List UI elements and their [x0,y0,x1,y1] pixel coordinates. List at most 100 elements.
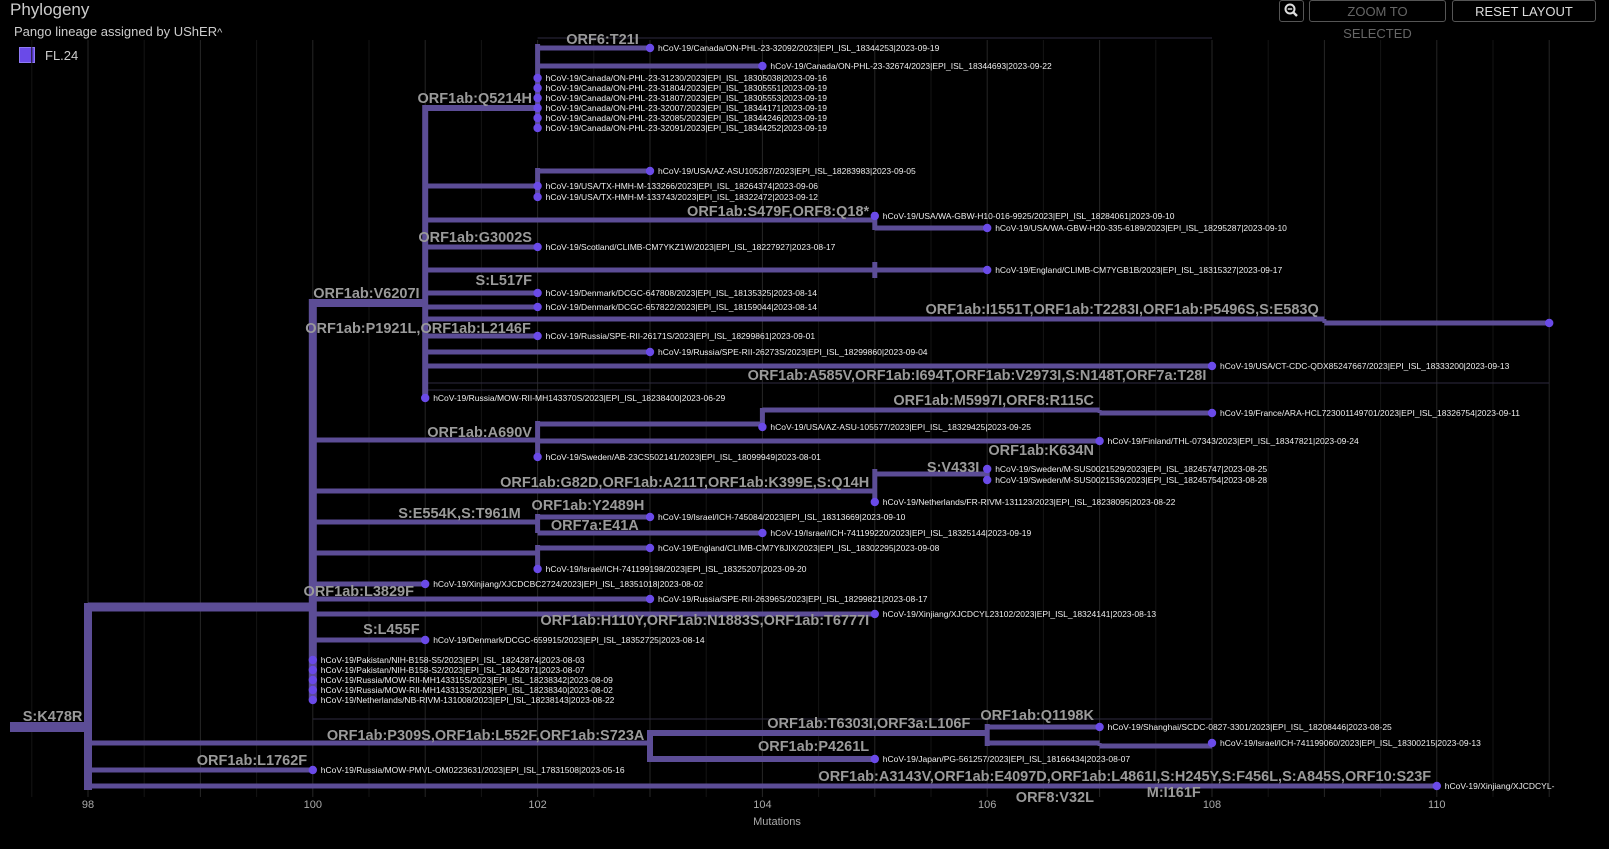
legend-toggle[interactable]: Pango lineage assigned by UShER^ [14,24,222,39]
tip-node[interactable] [533,181,542,191]
tip-node[interactable] [870,754,879,764]
tip-label[interactable]: hCoV-19/Russia/MOW-RII-MH143313S/2023|EP… [321,685,613,695]
tip-label[interactable]: hCoV-19/Netherlands/FR-RIVM-131123/2023|… [883,497,1176,507]
tip-label[interactable]: hCoV-19/Russia/MOW-RII-MH143370S/2023|EP… [433,393,725,403]
tip-label[interactable]: hCoV-19/Pakistan/NIH-B158-S2/2023|EPI_IS… [321,665,585,675]
tip-node[interactable] [533,242,542,252]
tip-node[interactable] [533,192,542,202]
tip-node[interactable] [308,675,317,685]
tip-label[interactable]: hCoV-19/Israel/ICH-741199220/2023|EPI_IS… [770,528,1031,538]
tip-node[interactable] [758,422,767,432]
tip-label[interactable]: hCoV-19/Canada/ON-PHL-23-32085/2023|EPI_… [546,113,828,123]
tip-label[interactable]: hCoV-19/Russia/MOW-PMVL-OM0223631/2023|E… [321,765,625,775]
tip-label[interactable]: hCoV-19/Scotland/CLIMB-CM7YKZ1W/2023|EPI… [546,242,836,252]
legend-item-fl24[interactable]: FL.24 [19,47,78,63]
zoom-to-selected-button[interactable]: ZOOM TO SELECTED [1309,0,1446,41]
tip-label[interactable]: hCoV-19/Denmark/DCGC-659915/2023|EPI_ISL… [433,635,705,645]
tip-label[interactable]: hCoV-19/USA/AZ-ASU-105577/2023|EPI_ISL_1… [770,422,1031,432]
tip-label[interactable]: hCoV-19/Finland/THL-07343/2023|EPI_ISL_1… [1108,436,1359,446]
tip-node[interactable] [533,103,542,113]
tip-label[interactable]: hCoV-19/Canada/ON-PHL-23-32092/2023|EPI_… [658,43,940,53]
tip-node[interactable] [533,113,542,123]
tip-label[interactable]: hCoV-19/Canada/ON-PHL-23-32674/2023|EPI_… [770,61,1052,71]
tip-node[interactable] [421,579,430,589]
tip-node[interactable] [758,528,767,538]
tip-label[interactable]: hCoV-19/Xinjiang/XJCDCYL- [1445,781,1555,791]
branch-mutation-label: ORF1ab:L1762F [197,753,308,769]
tip-label[interactable]: hCoV-19/Israel/ICH-741199198/2023|EPI_IS… [546,564,807,574]
tip-node[interactable] [533,302,542,312]
tip-node[interactable] [1545,318,1554,328]
tip-node[interactable] [1207,738,1217,748]
tip-node[interactable] [533,123,542,133]
tip-node[interactable] [308,665,317,675]
tip-label[interactable]: hCoV-19/Russia/MOW-RII-MH143315S/2023|EP… [321,675,613,685]
tip-node[interactable] [645,43,655,53]
tip-node[interactable] [870,609,879,619]
tip-node[interactable] [983,265,992,275]
tip-label[interactable]: hCoV-19/Russia/SPE-RII-26171S/2023|EPI_I… [546,331,816,341]
tip-label[interactable]: hCoV-19/France/ARA-HCL723001149701/2023|… [1220,408,1520,418]
tip-node[interactable] [421,635,430,645]
tip-node[interactable] [1432,781,1442,791]
tip-label[interactable]: hCoV-19/USA/TX-HMH-M-133743/2023|EPI_ISL… [546,192,819,202]
tip-node[interactable] [645,594,655,604]
tip-node[interactable] [533,73,542,83]
tip-node[interactable] [533,564,542,574]
tip-label[interactable]: hCoV-19/Israel/ICH-741199060/2023|EPI_IS… [1220,738,1481,748]
reset-layout-button[interactable]: RESET LAYOUT [1452,0,1596,22]
tip-label[interactable]: hCoV-19/Shanghai/SCDC-0827-3301/2023|EPI… [1108,722,1392,732]
tip-label[interactable]: hCoV-19/USA/CT-CDC-QDX85247667/2023|EPI_… [1220,361,1510,371]
tip-node[interactable] [421,393,430,403]
tip-node[interactable] [533,452,542,462]
tip-label[interactable]: hCoV-19/Canada/ON-PHL-23-31230/2023|EPI_… [546,73,828,83]
zoom-out-button[interactable] [1279,0,1304,22]
tip-node[interactable] [645,166,655,176]
tip-node[interactable] [645,543,655,553]
tip-node[interactable] [758,61,767,71]
tip-label[interactable]: hCoV-19/Canada/ON-PHL-23-31804/2023|EPI_… [546,83,828,93]
tip-label[interactable]: hCoV-19/Canada/ON-PHL-23-31807/2023|EPI_… [546,93,828,103]
tip-node[interactable] [983,464,992,474]
tip-node[interactable] [533,288,542,298]
tip-node[interactable] [533,83,542,93]
tip-node[interactable] [1207,361,1217,371]
tip-label[interactable]: hCoV-19/England/CLIMB-CM7Y8JIX/2023|EPI_… [658,543,940,553]
tip-node[interactable] [1095,436,1104,446]
tip-label[interactable]: hCoV-19/Pakistan/NIH-B158-S5/2023|EPI_IS… [321,655,585,665]
tip-label[interactable]: hCoV-19/Sweden/M-SUS0021536/2023|EPI_ISL… [995,475,1267,485]
tip-label[interactable]: hCoV-19/Russia/SPE-RII-26273S/2023|EPI_I… [658,347,928,357]
tip-label[interactable]: hCoV-19/USA/WA-GBW-H10-016-9925/2023|EPI… [883,211,1175,221]
tip-label[interactable]: hCoV-19/Xinjiang/XJCDCYL23102/2023|EPI_I… [883,609,1157,619]
tip-node[interactable] [645,512,655,522]
tip-node[interactable] [870,211,879,221]
tip-label[interactable]: hCoV-19/Netherlands/NB-RIVM-131008/2023|… [321,695,615,705]
tip-label[interactable]: hCoV-19/England/CLIMB-CM7YGB1B/2023|EPI_… [995,265,1282,275]
tip-label[interactable]: hCoV-19/Denmark/DCGC-657822/2023|EPI_ISL… [546,302,818,312]
tip-node[interactable] [533,93,542,103]
tip-node[interactable] [308,685,317,695]
tip-label[interactable]: hCoV-19/Japan/PG-561257/2023|EPI_ISL_181… [883,754,1131,764]
tip-label[interactable]: hCoV-19/Canada/ON-PHL-23-32007/2023|EPI_… [546,103,828,113]
tip-label[interactable]: hCoV-19/Sweden/AB-23CS502141/2023|EPI_IS… [546,452,821,462]
tip-node[interactable] [983,475,992,485]
tip-label[interactable]: hCoV-19/Xinjiang/XJCDCBC2724/2023|EPI_IS… [433,579,703,589]
tip-label[interactable]: hCoV-19/Sweden/M-SUS0021529/2023|EPI_ISL… [995,464,1267,474]
tip-label[interactable]: hCoV-19/Denmark/DCGC-647808/2023|EPI_ISL… [546,288,818,298]
tip-label[interactable]: hCoV-19/Israel/ICH-745084/2023|EPI_ISL_1… [658,512,906,522]
tip-label[interactable]: hCoV-19/USA/WA-GBW-H20-335-6189/2023|EPI… [995,223,1287,233]
tip-node[interactable] [1207,408,1217,418]
tip-label[interactable]: hCoV-19/USA/AZ-ASU105287/2023|EPI_ISL_18… [658,166,916,176]
tip-node[interactable] [308,655,317,665]
tip-node[interactable] [308,765,317,775]
tip-node[interactable] [308,695,317,705]
tip-node[interactable] [983,223,992,233]
tip-node[interactable] [645,347,655,357]
tip-node[interactable] [533,331,542,341]
tip-node[interactable] [870,497,879,507]
tip-label[interactable]: hCoV-19/Canada/ON-PHL-23-32091/2023|EPI_… [546,123,828,133]
tip-node[interactable] [1095,722,1104,732]
tip-label[interactable]: hCoV-19/Russia/SPE-RII-26396S/2023|EPI_I… [658,594,928,604]
tip-label[interactable]: hCoV-19/USA/TX-HMH-M-133266/2023|EPI_ISL… [546,181,819,191]
